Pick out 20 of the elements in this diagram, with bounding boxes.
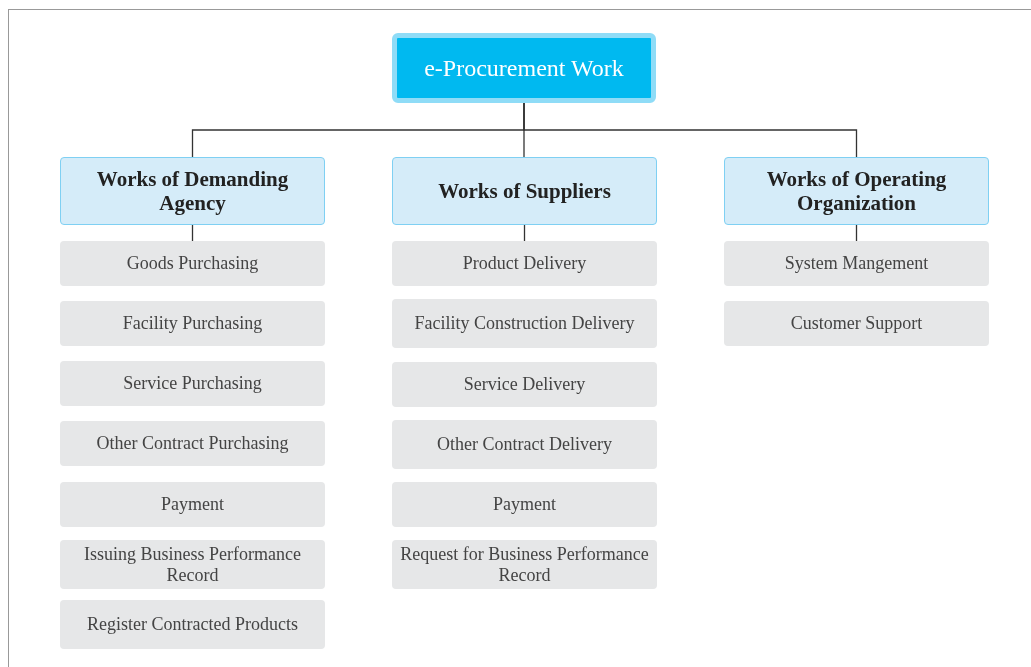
task-box: Other Contract Delivery bbox=[392, 420, 657, 469]
category-box: Works of Suppliers bbox=[392, 157, 657, 225]
task-box: System Mangement bbox=[724, 241, 989, 286]
task-box: Facility Purchasing bbox=[60, 301, 325, 346]
task-box: Payment bbox=[392, 482, 657, 527]
task-box: Customer Support bbox=[724, 301, 989, 346]
task-box: Service Delivery bbox=[392, 362, 657, 407]
task-box: Request for Business Performance Record bbox=[392, 540, 657, 589]
task-box: Payment bbox=[60, 482, 325, 527]
task-box: Issuing Business Performance Record bbox=[60, 540, 325, 589]
task-box: Facility Construction Delivery bbox=[392, 299, 657, 348]
task-box: Register Contracted Products bbox=[60, 600, 325, 649]
connector-line bbox=[523, 102, 858, 158]
task-box: Product Delivery bbox=[392, 241, 657, 286]
task-box: Other Contract Purchasing bbox=[60, 421, 325, 466]
root-box: e-Procurement Work bbox=[392, 33, 656, 103]
task-box: Service Purchasing bbox=[60, 361, 325, 406]
task-box: Goods Purchasing bbox=[60, 241, 325, 286]
category-box: Works of Demanding Agency bbox=[60, 157, 325, 225]
category-box: Works of Operating Organization bbox=[724, 157, 989, 225]
